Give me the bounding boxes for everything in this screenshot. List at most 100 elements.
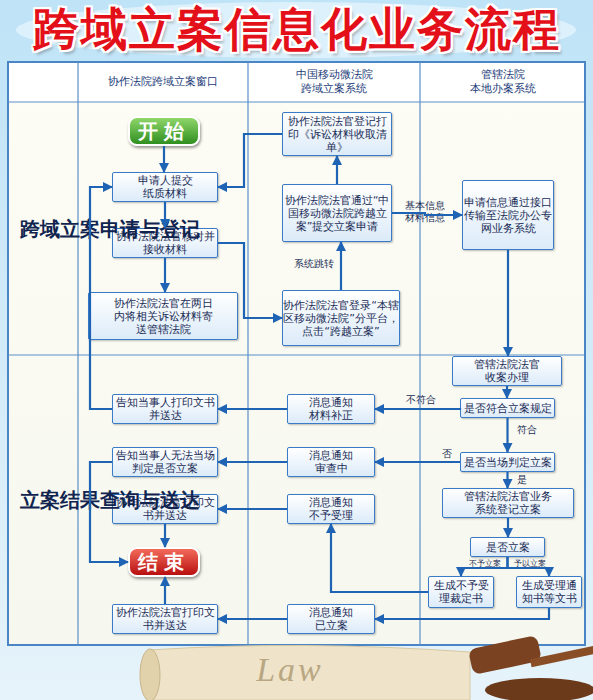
node-text: 是否符合立案规定: [464, 402, 552, 415]
label-text: 立案结果查询与送达: [20, 487, 66, 513]
process-box: 协作法院法官打印文书并送达: [112, 604, 218, 634]
label-text: 中国移动微法院 跨域立案系统: [289, 68, 379, 96]
edge-label: 符合: [512, 424, 542, 436]
node-text: 开始: [138, 119, 190, 143]
process-box: 消息通知不予受理: [287, 494, 375, 524]
node-text: 是否当场判定立案: [464, 456, 552, 469]
edge-label: 不予立案: [466, 558, 504, 570]
node-text: 生成受理通知书等文书: [517, 579, 581, 605]
start-terminal: 开始: [128, 116, 200, 146]
flow-arrow: [507, 250, 509, 356]
label-text: 跨域立案申请与登记: [20, 216, 66, 242]
node-text: 生成不予受理裁定书: [429, 579, 493, 605]
edge-label: 予以立案: [511, 558, 549, 570]
flow-arrow: [218, 508, 287, 510]
node-text: 协作法院法官在两日内将相关诉讼材料寄送管辖法院: [111, 297, 215, 336]
flow-arrow: [163, 146, 165, 172]
flow-arrow: [508, 557, 550, 576]
node-text: 协作法院法官登记打印《诉讼材料收取清单》: [283, 115, 391, 154]
flow-arrow: [164, 524, 166, 547]
process-box: 协作法院法官核对并接收材料: [112, 228, 218, 258]
process-box: 协作法院法官登录“本辖区移动微法院”分平台，点击“跨越立案”: [282, 290, 400, 346]
node-text: 告知当事人无法当场判定是否立案: [113, 449, 217, 475]
process-box: 是否当场判定立案: [460, 452, 555, 472]
flow-arrow: [461, 557, 508, 576]
node-text: 结束: [138, 550, 190, 574]
grid-line: [8, 101, 585, 102]
process-box: 生成不予受理裁定书: [428, 576, 494, 608]
title-text: 跨域立案信息化业务流程: [4, 2, 589, 58]
scroll-paper: [150, 645, 470, 700]
node-text: 申请人提交纸质材料: [133, 174, 197, 200]
flow-arrow: [331, 524, 428, 592]
label-text: 协作法院跨域立案窗口: [88, 75, 238, 89]
grid-line: [247, 62, 248, 645]
process-box: 协作法院法官在两日内将相关诉讼材料寄送管辖法院: [88, 292, 238, 340]
flow-arrow: [340, 242, 342, 290]
node-text: 协作法院法官打印文书并送达: [113, 606, 217, 632]
process-box: 是否符合立案规定: [460, 398, 555, 418]
flow-arrow: [218, 618, 287, 620]
edge-label: 否: [438, 448, 456, 460]
node-text: 管辖法院法官业务系统登记立案: [462, 490, 554, 516]
label-text: 管辖法院 本地办案系统: [458, 68, 548, 96]
flow-arrow: [375, 608, 549, 619]
edge-label: 是: [512, 474, 532, 486]
gavel-head: [468, 635, 542, 675]
node-text: 消息通知材料补正: [306, 396, 356, 422]
flow-arrow: [164, 202, 166, 228]
flow-arrow: [90, 187, 112, 409]
row-label: 跨域立案申请与登记: [8, 102, 78, 355]
table-panel: [8, 62, 585, 645]
process-box: 告知当事人打印文书并送达: [112, 394, 218, 424]
column-header: 中国移动微法院 跨域立案系统: [248, 62, 420, 102]
flow-arrow: [507, 518, 509, 537]
node-text: 协作法院法官核对并接收材料: [113, 230, 217, 256]
gavel-base: [485, 678, 593, 700]
node-text: 消息通知已立案: [306, 606, 356, 632]
process-box: 是否立案: [470, 537, 545, 557]
process-box: 申请人提交纸质材料: [112, 172, 218, 202]
watermark: Law: [230, 648, 350, 692]
row-label: 立案结果查询与送达: [8, 355, 78, 645]
edge-label: 系统跳转: [290, 258, 338, 270]
column-header: 管辖法院 本地办案系统: [420, 62, 585, 102]
process-box: 消息通知已立案: [287, 604, 375, 634]
node-text: 管辖法院法官收案办理: [472, 358, 542, 384]
column-header: 协作法院跨域立案窗口: [78, 62, 248, 102]
process-box: 生成受理通知书等文书: [516, 576, 582, 608]
process-box: 消息通知审查中: [287, 447, 375, 477]
flow-arrow: [506, 472, 508, 488]
label-text: Law: [235, 651, 345, 689]
process-box: 管辖法院法官业务系统登记立案: [442, 488, 574, 518]
flow-arrow: [392, 213, 462, 215]
header-row: [9, 63, 584, 102]
process-box: 申请信息通过接口传输至法院办公专网业务系统: [462, 180, 554, 250]
flow-arrow: [218, 408, 287, 410]
flow-arrow: [506, 418, 508, 452]
process-box: 告知当事人无法当场判定是否立案: [112, 447, 218, 477]
gavel-handle: [530, 645, 593, 667]
flow-arrow: [375, 408, 460, 409]
flow-arrow: [336, 156, 338, 184]
flow-arrow: [375, 461, 460, 463]
node-text: 协作法院法官登录“本辖区移动微法院”分平台，点击“跨越立案”: [283, 299, 399, 338]
node-text: 协作法院法官通过“中国移动微法院跨越立案”提交立案申请: [283, 194, 391, 233]
flow-arrow: [164, 258, 166, 292]
scroll-roll: [140, 649, 160, 700]
flow-arrow: [164, 577, 166, 604]
node-text: 告知当事人打印文书并送达: [113, 396, 217, 422]
node-text: 消息通知审查中: [306, 449, 356, 475]
end-terminal: 结束: [128, 547, 200, 577]
process-box: 协作法院法官登记打印《诉讼材料收取清单》: [282, 112, 392, 156]
process-box: 消息通知材料补正: [287, 394, 375, 424]
node-text: 申请信息通过接口传输至法院办公专网业务系统: [463, 196, 553, 235]
process-box: 协作法院法官通过“中国移动微法院跨越立案”提交立案申请: [282, 184, 392, 242]
flow-arrow: [90, 462, 128, 562]
edge-label: 不符合: [396, 394, 446, 406]
